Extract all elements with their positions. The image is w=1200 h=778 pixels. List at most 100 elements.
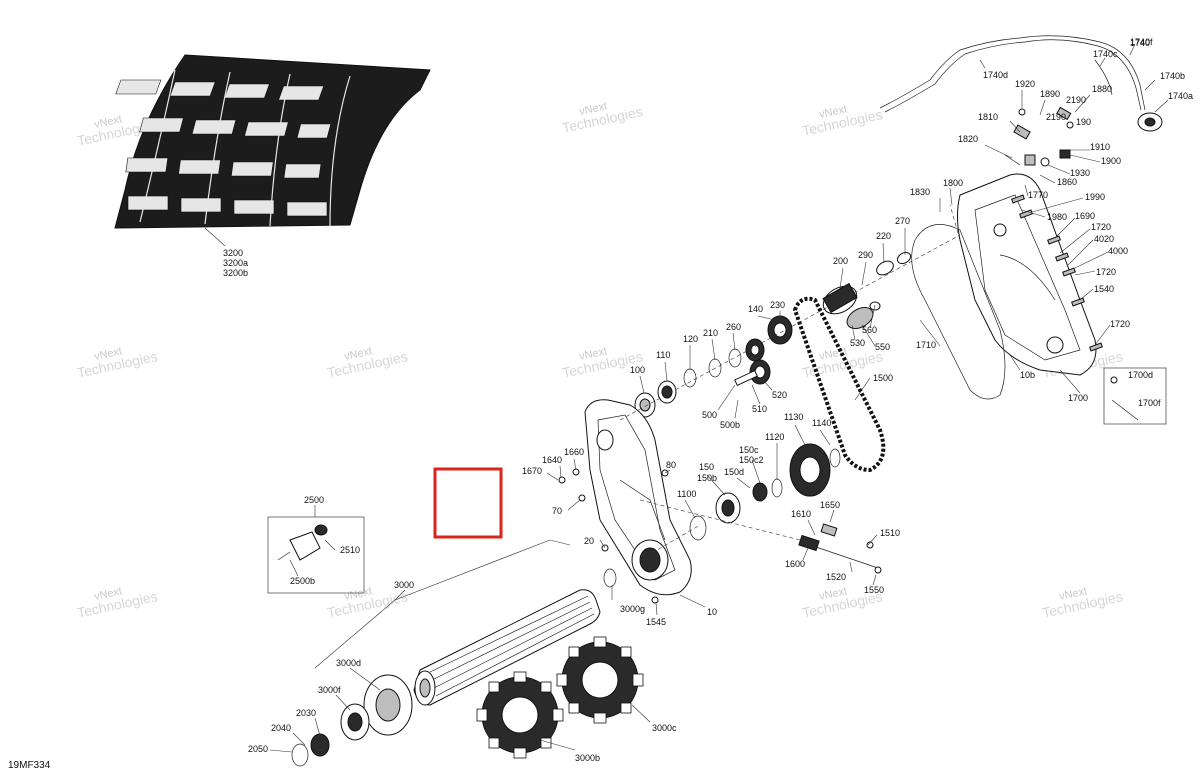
- bearing-110: [657, 380, 677, 404]
- spacer-500: [734, 369, 758, 387]
- bearing-100: [634, 392, 656, 418]
- part-label: 500b: [720, 420, 740, 430]
- svg-text:vNext: vNext: [1058, 585, 1088, 603]
- part-label: 550: [875, 342, 890, 352]
- part-label: 3000f: [318, 685, 341, 695]
- part-label: 2510: [340, 545, 360, 555]
- track-labels: 3200 3200a 3200b: [223, 248, 248, 278]
- part-label: 10: [707, 607, 717, 617]
- part-label: 3200b: [223, 268, 248, 278]
- track-illustration: [114, 54, 431, 247]
- svg-text:vNext: vNext: [343, 585, 373, 603]
- watermark: vNext Technologies: [801, 103, 884, 138]
- part-label: 1660: [564, 447, 584, 457]
- part-label: 1610: [791, 509, 811, 519]
- tensioner-hardware: [1004, 106, 1074, 167]
- lower-bearing-150: [689, 478, 783, 541]
- alignment-axes: [619, 204, 961, 561]
- part-label: 2050: [248, 744, 268, 754]
- part-label: 1830: [910, 187, 930, 197]
- part-label: 3000c: [652, 723, 677, 733]
- part-label: 1740a: [1168, 91, 1193, 101]
- part-label: 1540: [1094, 284, 1114, 294]
- part-label: 1920: [1015, 79, 1035, 89]
- svg-text:vNext: vNext: [578, 100, 608, 118]
- part-label: 3200a: [223, 258, 248, 268]
- part-label: 1600: [785, 559, 805, 569]
- part-label: 1550: [864, 585, 884, 595]
- part-label: 1670: [522, 466, 542, 476]
- part-label: 200: [833, 256, 848, 266]
- sprocket-520: [749, 359, 771, 385]
- part-label: 1740f: [1130, 37, 1153, 47]
- drive-chain: [792, 296, 886, 473]
- part-label: 3000d: [336, 658, 361, 668]
- part-label: 1980: [1047, 212, 1067, 222]
- svg-text:vNext: vNext: [818, 585, 848, 603]
- part-label: 1140: [812, 418, 831, 428]
- part-label: 150c: [739, 445, 759, 455]
- part-label: 4020: [1094, 234, 1114, 244]
- svg-text:vNext: vNext: [93, 345, 123, 363]
- part-label: 1860: [1057, 177, 1077, 187]
- svg-text:vNext: vNext: [93, 585, 123, 603]
- part-label: 3000g: [620, 604, 645, 614]
- bearings-220-270: [869, 251, 912, 311]
- part-label: 510: [752, 404, 767, 414]
- part-label: 3000: [394, 580, 414, 590]
- part-label: 150: [699, 462, 714, 472]
- part-label: 1720: [1110, 319, 1130, 329]
- part-label: 2190: [1046, 112, 1066, 122]
- sprocket-140: [767, 315, 793, 345]
- part-label: 1890: [1040, 89, 1060, 99]
- part-label: 290: [858, 250, 873, 260]
- drive-shaft-3000: [413, 568, 617, 706]
- diagram-reference-code: 19MF334: [8, 760, 51, 771]
- part-label: 150c2: [739, 455, 764, 465]
- part-label: 150d: [724, 467, 744, 477]
- part-label: 1690: [1075, 211, 1095, 221]
- part-label: 520: [772, 390, 787, 400]
- part-label: 1710: [916, 340, 936, 350]
- part-label: 260: [726, 322, 741, 332]
- snap-rings: [683, 348, 742, 388]
- part-label: 2500: [304, 495, 324, 505]
- part-label: 190: [1076, 117, 1091, 127]
- part-label: 140: [748, 304, 763, 314]
- part-label: 3200: [223, 248, 243, 258]
- part-label: 530: [850, 338, 865, 348]
- part-label: 1740: [1130, 38, 1150, 48]
- part-label: 10b: [1020, 370, 1035, 380]
- chaincase-housing-10: [584, 399, 692, 596]
- svg-text:vNext: vNext: [343, 345, 373, 363]
- gasket: [911, 224, 1006, 400]
- part-label: 500: [702, 410, 717, 420]
- part-label: 230: [770, 300, 785, 310]
- drive-sprocket-3000c: [556, 636, 644, 724]
- part-label: 1910: [1090, 142, 1110, 152]
- part-label: 3000b: [575, 753, 600, 763]
- part-label: 220: [876, 231, 891, 241]
- small-fasteners: [558, 468, 669, 604]
- bearing-flange-3000d: [363, 674, 413, 736]
- part-label: 1700d: [1128, 370, 1153, 380]
- part-label: 20: [584, 536, 594, 546]
- part-label: 1130: [784, 412, 803, 422]
- part-label: 2040: [271, 723, 291, 733]
- part-label: 1880: [1092, 84, 1112, 94]
- retaining-rings: [291, 733, 330, 767]
- part-label: 1640: [542, 455, 562, 465]
- part-label: 4000: [1108, 246, 1128, 256]
- detail-box-1700: [1103, 367, 1167, 425]
- part-label: 1720: [1096, 267, 1116, 277]
- part-label: 1520: [826, 572, 846, 582]
- detail-box-2500: [267, 516, 365, 594]
- part-label: 1510: [880, 528, 900, 538]
- vent-tube: [879, 35, 1163, 132]
- part-label: 1500: [873, 373, 893, 383]
- part-label: 80: [666, 460, 676, 470]
- part-label: 1545: [646, 617, 666, 627]
- watermark: vNext Technologies: [76, 345, 159, 380]
- part-label: 1650: [820, 500, 840, 510]
